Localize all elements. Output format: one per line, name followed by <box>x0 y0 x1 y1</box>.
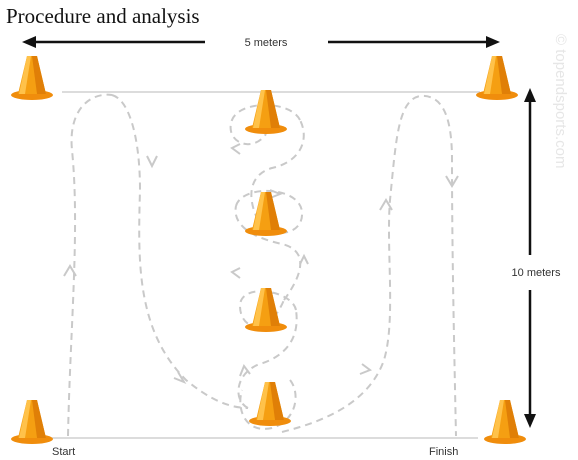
width-label: 5 meters <box>245 37 288 49</box>
traffic-cone-icon <box>245 192 287 236</box>
chevron-up-icon <box>299 253 309 265</box>
width-arrow: 5 meters <box>22 36 500 49</box>
chevron-up-icon <box>379 198 393 211</box>
finish-label: Finish <box>429 446 458 458</box>
traffic-cone-icon <box>11 56 53 100</box>
traffic-cone-icon <box>484 400 526 444</box>
chevron-down-icon <box>173 371 187 385</box>
running-path <box>67 93 457 437</box>
chevron-right-icon <box>359 363 373 375</box>
chevron-left-icon <box>230 143 241 155</box>
arrow-up-icon <box>524 88 536 102</box>
page-title: Procedure and analysis <box>6 4 200 28</box>
cones <box>11 56 526 444</box>
traffic-cone-icon <box>245 90 287 134</box>
traffic-cone-icon <box>11 400 53 444</box>
length-arrow: 10 meters <box>512 88 561 428</box>
chevron-down-icon <box>146 155 158 169</box>
traffic-cone-icon <box>249 382 291 426</box>
direction-arrows <box>63 143 459 385</box>
traffic-cone-icon <box>476 56 518 100</box>
arrow-left-icon <box>22 36 36 48</box>
arrow-right-icon <box>486 36 500 48</box>
chevron-left-icon <box>230 267 241 279</box>
chevron-down-icon <box>445 175 459 188</box>
traffic-cone-icon <box>245 288 287 332</box>
start-label: Start <box>52 446 75 458</box>
watermark-text: © topendsports.com <box>552 34 569 168</box>
chevron-up-icon <box>239 363 251 377</box>
chevron-right-icon <box>269 189 283 199</box>
chevron-up-icon <box>63 264 77 277</box>
length-label: 10 meters <box>512 267 561 279</box>
arrow-down-icon <box>524 414 536 428</box>
